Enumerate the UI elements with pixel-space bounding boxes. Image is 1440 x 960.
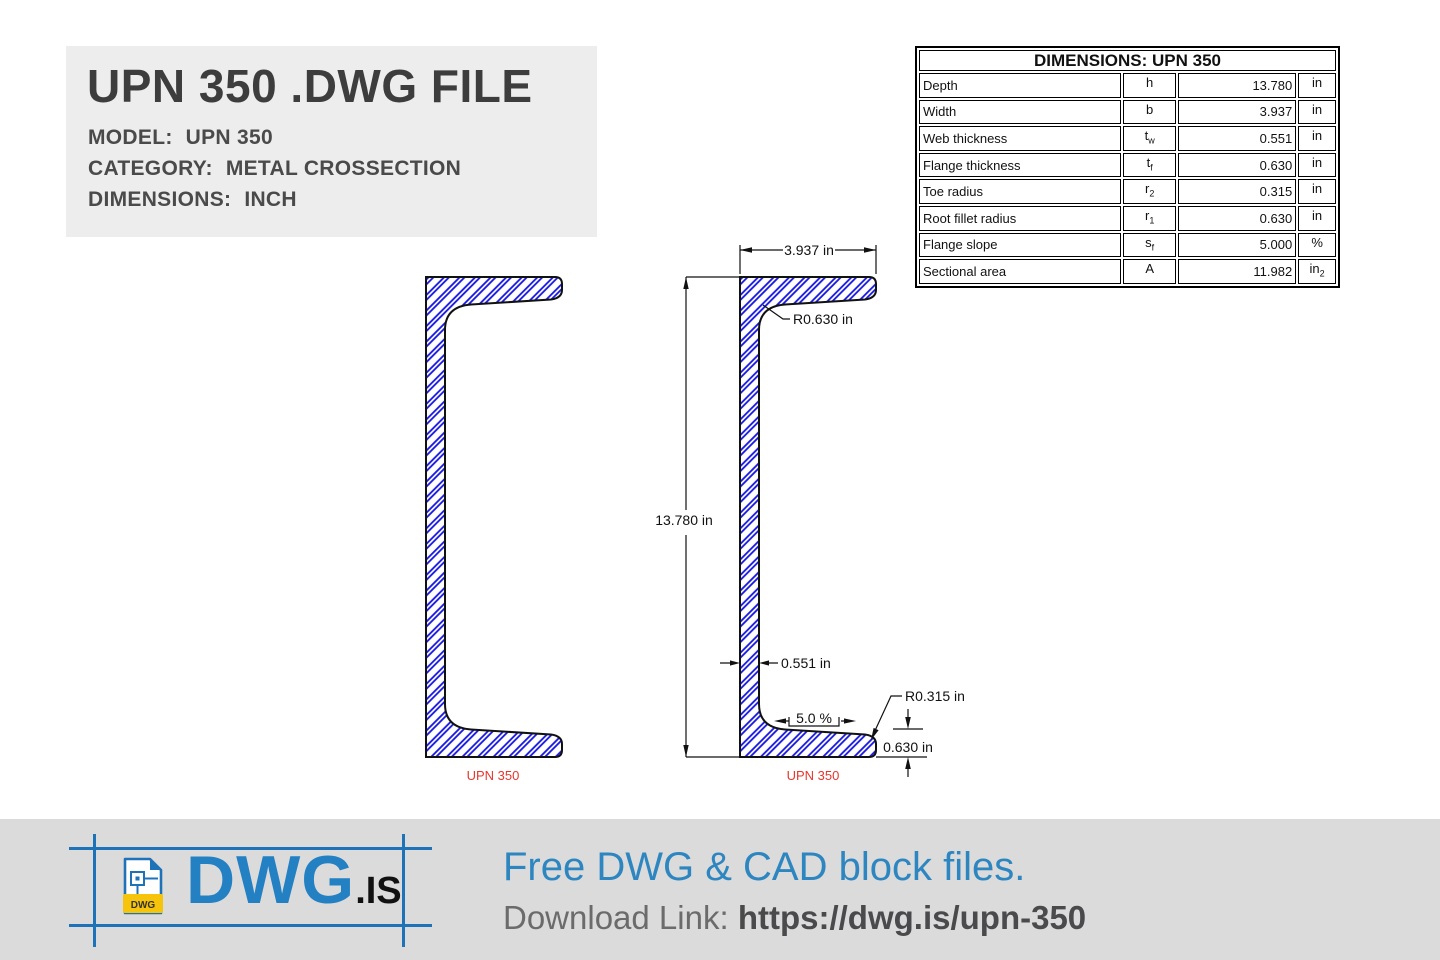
row-unit: in2 — [1298, 259, 1336, 284]
web-thickness-dimension: 0.551 in — [720, 655, 831, 671]
crop-mark-line-left — [93, 834, 96, 947]
row-symbol: tf — [1123, 152, 1177, 178]
row-symbol: r1 — [1123, 205, 1177, 231]
annotated-channel-section-drawing: 3.937 in 13.780 in R0.630 in 0.551 in 5.… — [655, 243, 965, 777]
category-label: CATEGORY: — [88, 157, 213, 180]
row-value: 5.000 — [1178, 232, 1297, 258]
table-row: Flange slope sf 5.000 % — [919, 232, 1336, 258]
row-value: 0.630 — [1178, 152, 1297, 178]
row-name: Sectional area — [919, 259, 1122, 284]
dwg-badge-label: DWG — [131, 900, 156, 911]
row-symbol: sf — [1123, 232, 1177, 258]
table-row: Depth h 13.780 in — [919, 73, 1336, 98]
flange-slope-annotation: 5.0 % — [774, 710, 856, 727]
table-row: Web thickness tw 0.551 in — [919, 126, 1336, 151]
footer-tagline: Free DWG & CAD block files. — [503, 845, 1026, 889]
footer: DWG DWG.IS Free DWG & CAD block files. D… — [0, 819, 1440, 960]
category-line: CATEGORY: METAL CROSSECTION — [88, 153, 597, 184]
brand-wordmark-dwg: DWG — [186, 842, 356, 918]
crop-mark-line-right — [402, 834, 405, 947]
row-name: Root fillet radius — [919, 205, 1122, 231]
brand-wordmark-is: .IS — [355, 870, 402, 912]
row-symbol: r2 — [1123, 179, 1177, 204]
channel-section-drawing — [425, 276, 563, 758]
crop-mark-line-top — [69, 847, 432, 850]
row-symbol: A — [1123, 259, 1177, 284]
row-unit: % — [1298, 232, 1336, 258]
row-unit: in — [1298, 179, 1336, 204]
row-value: 11.982 — [1178, 259, 1297, 284]
depth-dimension-label: 13.780 in — [655, 512, 713, 528]
dimensions-table: DIMENSIONS: UPN 350 Depth h 13.780 in Wi… — [915, 46, 1340, 288]
table-row: Sectional area A 11.982 in2 — [919, 259, 1336, 284]
table-row: Toe radius r2 0.315 in — [919, 179, 1336, 204]
row-unit: in — [1298, 99, 1336, 125]
model-line: MODEL: UPN 350 — [88, 122, 597, 153]
row-unit: in — [1298, 152, 1336, 178]
header-card: UPN 350 .DWG FILE MODEL: UPN 350 CATEGORY… — [66, 46, 597, 237]
page-title: UPN 350 .DWG FILE — [87, 60, 533, 112]
right-drawing-label: UPN 350 — [786, 768, 840, 783]
row-symbol: b — [1123, 99, 1177, 125]
download-url-link[interactable]: https://dwg.is/upn-350 — [737, 899, 1087, 936]
row-value: 13.780 — [1178, 73, 1297, 98]
root-fillet-radius-label: R0.630 in — [793, 311, 853, 327]
steel-hatch-section — [739, 276, 877, 758]
row-unit: in — [1298, 205, 1336, 231]
row-name: Toe radius — [919, 179, 1122, 204]
root-fillet-radius-leader: R0.630 in — [762, 304, 853, 327]
table-row: Flange thickness tf 0.630 in — [919, 152, 1336, 178]
width-dimension-label: 3.937 in — [784, 243, 834, 258]
table-row: Root fillet radius r1 0.630 in — [919, 205, 1336, 231]
download-label: Download Link: — [503, 899, 729, 936]
flange-thickness-dimension: 0.630 in — [876, 709, 933, 777]
row-value: 0.315 — [1178, 179, 1297, 204]
dwg-file-icon[interactable]: DWG — [123, 857, 163, 915]
row-unit: in — [1298, 73, 1336, 98]
dimensions-label: DIMENSIONS: — [88, 188, 232, 211]
flange-slope-label: 5.0 % — [796, 710, 832, 726]
dimensions-value: INCH — [244, 188, 297, 211]
table-row: Width b 3.937 in — [919, 99, 1336, 125]
download-line: Download Link: https://dwg.is/upn-350 — [503, 899, 1086, 937]
model-info: MODEL: UPN 350 CATEGORY: METAL CROSSECTION… — [88, 122, 597, 215]
row-name: Width — [919, 99, 1122, 125]
row-value: 3.937 — [1178, 99, 1297, 125]
category-value: METAL CROSSECTION — [225, 157, 462, 180]
left-drawing-label: UPN 350 — [466, 768, 520, 783]
row-name: Flange thickness — [919, 152, 1122, 178]
brand-wordmark[interactable]: DWG.IS — [186, 841, 402, 919]
row-value: 0.551 — [1178, 126, 1297, 151]
dimensions-line: DIMENSIONS: INCH — [88, 184, 597, 215]
crop-mark-line-bottom — [69, 924, 432, 927]
row-unit: in — [1298, 126, 1336, 151]
row-name: Flange slope — [919, 232, 1122, 258]
table-title: DIMENSIONS: UPN 350 — [919, 50, 1336, 71]
web-thickness-label: 0.551 in — [781, 655, 831, 671]
row-value: 0.630 — [1178, 205, 1297, 231]
toe-radius-leader: R0.315 in — [871, 688, 965, 740]
model-value: UPN 350 — [185, 126, 273, 149]
depth-dimension: 13.780 in — [655, 276, 740, 758]
row-symbol: tw — [1123, 126, 1177, 151]
toe-radius-label: R0.315 in — [905, 688, 965, 704]
width-dimension: 3.937 in — [739, 243, 877, 274]
row-name: Depth — [919, 73, 1122, 98]
flange-thickness-label: 0.630 in — [883, 739, 933, 755]
row-name: Web thickness — [919, 126, 1122, 151]
model-label: MODEL: — [88, 126, 173, 149]
row-symbol: h — [1123, 73, 1177, 98]
steel-hatch-section — [425, 276, 563, 758]
